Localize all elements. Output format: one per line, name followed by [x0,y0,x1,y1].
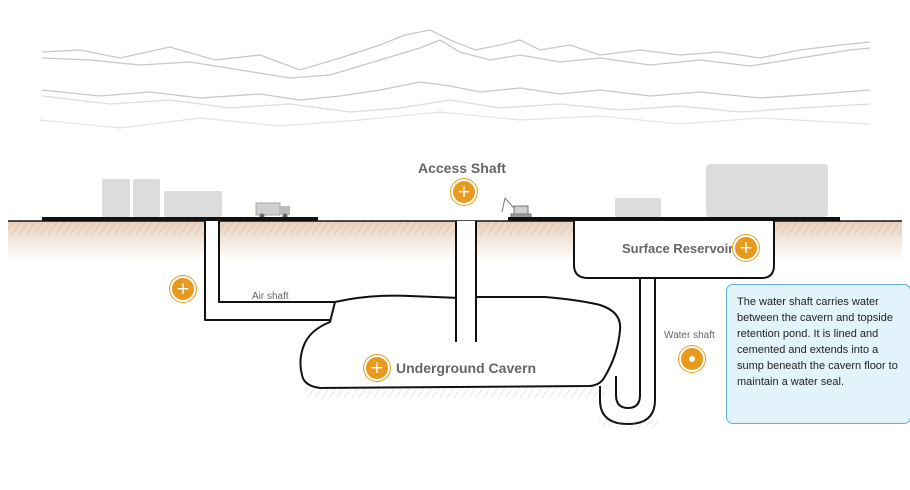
surface-reservoir-label: Surface Reservoir [622,241,734,256]
access-shaft-label: Access Shaft [418,160,506,176]
surface-reservoir [573,221,775,279]
truck-icon [255,202,290,219]
surface-reservoir-hotspot[interactable]: + [733,235,759,261]
ground-surface [8,217,902,222]
water-shaft-hotspot[interactable] [679,346,705,372]
excavator-icon [501,197,532,219]
water-shaft-tooltip: The water shaft carries water between th… [726,284,910,424]
underground-cavern-label: Underground Cavern [396,360,537,376]
access-shaft-hotspot[interactable]: + [451,179,477,205]
underground-cavern-hotspot[interactable]: + [364,355,390,381]
access-shaft [455,221,477,349]
water-shaft-label: Water shaft [664,330,715,341]
surface-buildings [102,164,828,217]
air-shaft-label: Air shaft [252,291,289,302]
mountain-range [39,29,871,129]
air-shaft-hotspot[interactable]: + [170,276,196,302]
